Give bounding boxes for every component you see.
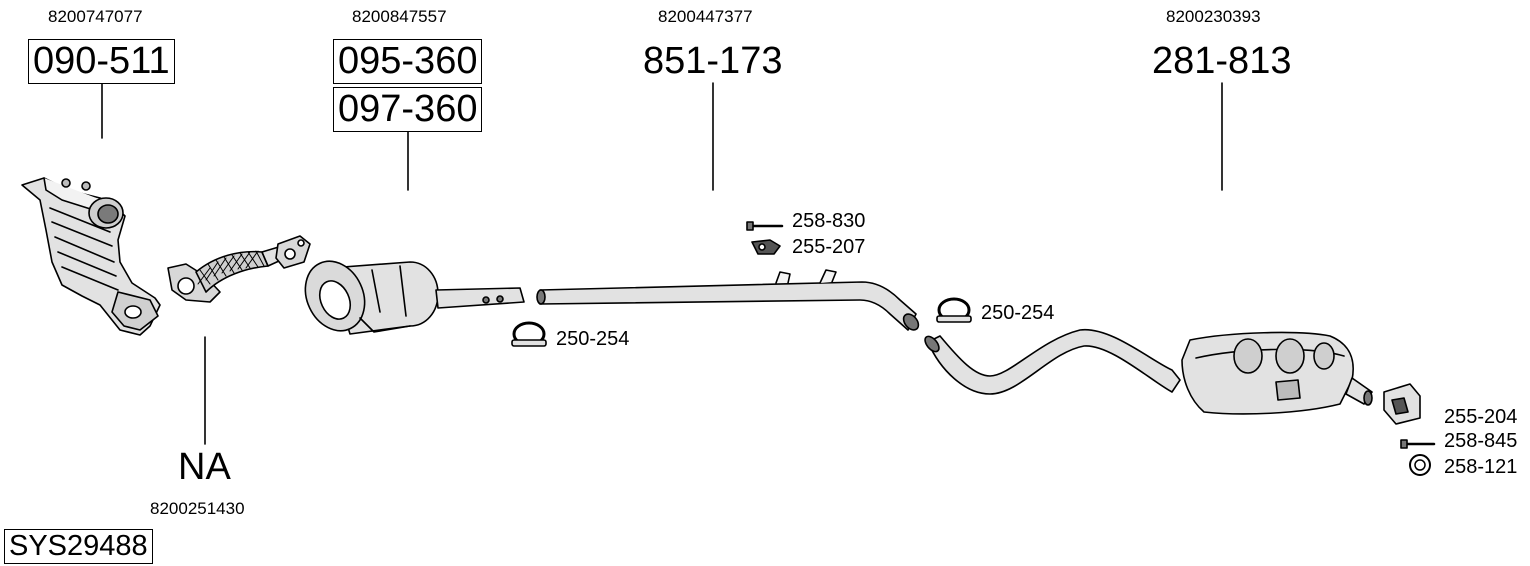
rubber-mount-middle-part: [751, 239, 781, 255]
oem-number-flex-pipe: 8200251430: [150, 499, 245, 518]
oem-number-rear-muffler: 8200230393: [1166, 7, 1261, 26]
system-id-label: SYS29488: [4, 529, 153, 564]
accessory-bolt-rear: 258-845: [1444, 430, 1518, 452]
oem-number-dpf: 8200847557: [352, 7, 447, 26]
accessory-clamp-right: 250-254: [981, 302, 1055, 324]
catalyst-front-part: [21, 177, 161, 336]
accessory-clamp-left: 250-254: [556, 328, 630, 350]
bolt-rear-part: [1400, 439, 1436, 449]
rubber-mount-rear-part: [1383, 383, 1421, 425]
clamp-right-part: [936, 297, 972, 323]
accessory-bolt-middle: 258-830: [792, 210, 866, 232]
accessory-rubber-mount-middle: 255-207: [792, 236, 866, 258]
ring-rear-part: [1409, 454, 1431, 476]
oem-number-middle-pipe: 8200447377: [658, 7, 753, 26]
oem-number-catalyst: 8200747077: [48, 7, 143, 26]
part-number-rear-muffler: 281-813: [1152, 40, 1292, 82]
clamp-left-part: [511, 321, 547, 347]
part-number-middle-pipe: 851-173: [643, 40, 783, 82]
dpf-part: [304, 260, 525, 335]
rear-muffler-part: [924, 329, 1373, 415]
part-number-dpf-alternate: 097-360: [333, 87, 483, 132]
part-number-flex-pipe: NA: [178, 446, 231, 488]
part-number-catalyst: 090-511: [28, 39, 175, 84]
part-number-dpf: 095-360: [333, 39, 483, 84]
accessory-ring-rear: 258-121: [1444, 456, 1518, 478]
flex-pipe-part: [167, 235, 311, 303]
accessory-rubber-mount-rear: 255-204: [1444, 406, 1518, 428]
middle-pipe-part: [536, 221, 920, 331]
